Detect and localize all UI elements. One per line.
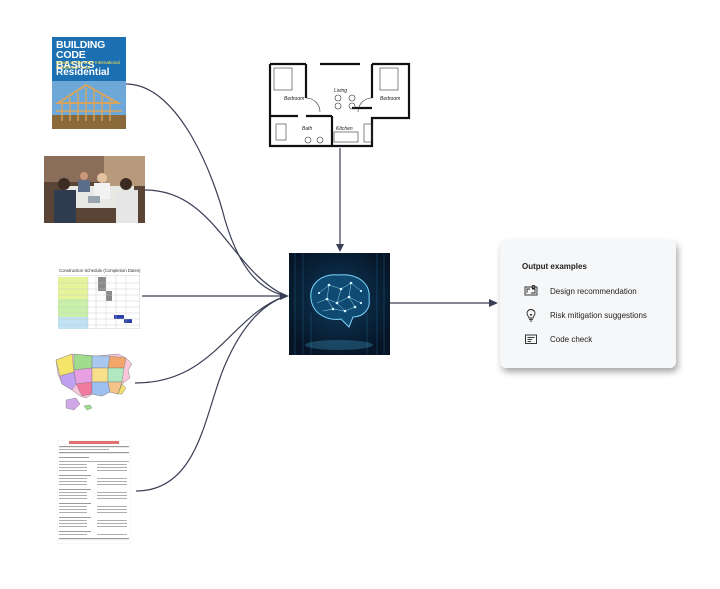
room-label-bath: Bath [302,126,313,132]
output-item-risk-mitigation: Risk mitigation suggestions [524,308,647,322]
book-title-line1: BUILDING [56,39,106,51]
construction-schedule-document: Construction Schedule (Completion Dates) [56,267,142,329]
book-title-line2: CODE BASICS [56,49,95,71]
output-item-label: Design recommendation [550,286,637,296]
output-item-design-recommendation: Design recommendation [524,284,637,298]
connector-meeting-to-ai [144,189,287,297]
lightbulb-icon [526,309,536,322]
connector-estimate-to-ai [135,295,287,492]
team-meeting-photo [44,156,145,223]
room-label-bedroom-left: Bedroom [284,96,304,102]
book-title: BUILDING CODE BASICS [56,39,126,71]
floor-plan-drawing: Bedroom Living Bedroom Bath Kitchen [268,62,413,148]
document-check-icon [525,334,537,344]
schedule-caption: Construction Schedule (Completion Dates) [59,268,141,273]
output-panel-title: Output examples [522,262,587,271]
building-code-book-image: BUILDING CODE BASICS Based on the 2021 I… [52,37,126,129]
arrowhead-ai-input [280,292,289,300]
output-item-label: Risk mitigation suggestions [550,310,647,320]
room-label-kitchen: Kitchen [336,126,353,132]
arrowhead-floorplan [336,244,344,252]
book-edition: Residential [56,67,110,78]
output-examples-panel: Output examples Design recommendation Ri… [500,240,676,368]
blueprint-icon [524,285,538,296]
house-framing-graphic [52,81,126,129]
output-item-label: Code check [550,334,593,344]
connector-book-to-ai [125,83,287,297]
estimate-table-graphic [57,440,131,544]
output-item-code-check: Code check [524,332,592,346]
usa-states-map [55,353,133,411]
ai-brain-image [289,253,390,355]
room-label-bedroom-right: Bedroom [380,96,400,102]
cost-estimate-document [57,440,131,544]
connector-map-to-ai [134,295,287,384]
room-label-living: Living [334,88,347,94]
book-subtitle: Based on the 2021 International Resident… [56,60,120,70]
schedule-grid [58,275,140,329]
arrowhead-output [489,299,498,307]
